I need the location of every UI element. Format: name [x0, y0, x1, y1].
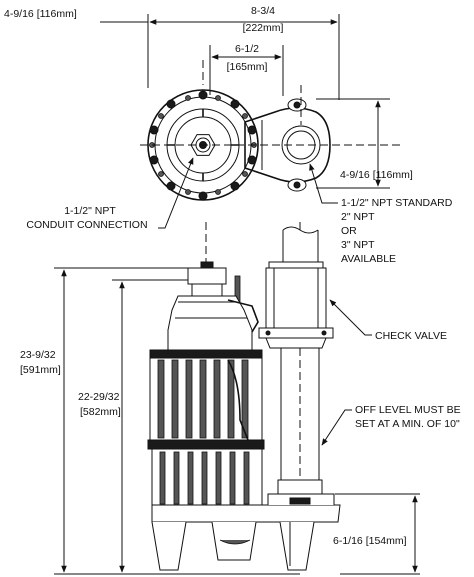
height-frac-label: 22-29/32 [78, 391, 120, 403]
conduit-leader [158, 157, 194, 229]
npt-label-line4: 3" NPT [341, 239, 375, 251]
overall-width-mm-label: [222mm] [242, 22, 284, 34]
top-width-label: 4-9/16 [116mm] [4, 8, 77, 20]
npt-label-line1: 1-1/2" NPT STANDARD [341, 197, 453, 209]
top-view [140, 60, 400, 201]
npt-label-line5: AVAILABLE [341, 253, 397, 265]
conduit-label-line2: CONDUIT CONNECTION [26, 219, 148, 231]
check-valve-label: CHECK VALVE [375, 330, 447, 342]
base-height-label: 6-1/16 [154mm] [333, 535, 407, 547]
npt-label-line3: OR [341, 225, 357, 237]
npt-label-line2: 2" NPT [341, 211, 375, 223]
side-width-label: 4-9/16 [116mm] [340, 169, 413, 181]
discharge-pipe [258, 222, 334, 495]
off-level-label-line2: SET AT A MIN. OF 10" [355, 418, 460, 430]
conduit-label-line1: 1-1/2" NPT [64, 205, 116, 217]
off-level-leader [321, 409, 352, 446]
overall-height-mm-label: [591mm] [20, 364, 61, 376]
center-offset-mm-label: [165mm] [226, 61, 268, 73]
height-mm-label: [582mm] [80, 406, 121, 418]
pump-side-view [147, 222, 341, 571]
check-valve-leader [329, 299, 372, 336]
npt-leader [309, 163, 338, 204]
off-level-label-line1: OFF LEVEL MUST BE [355, 404, 461, 416]
overall-height-frac-label: 23-9/32 [20, 349, 56, 361]
overall-width-frac-label: 8-3/4 [251, 5, 275, 17]
height-dimensions [54, 267, 420, 575]
top-dimensions [100, 14, 390, 189]
check-valve [258, 261, 334, 349]
center-offset-frac-label: 6-1/2 [235, 43, 259, 55]
